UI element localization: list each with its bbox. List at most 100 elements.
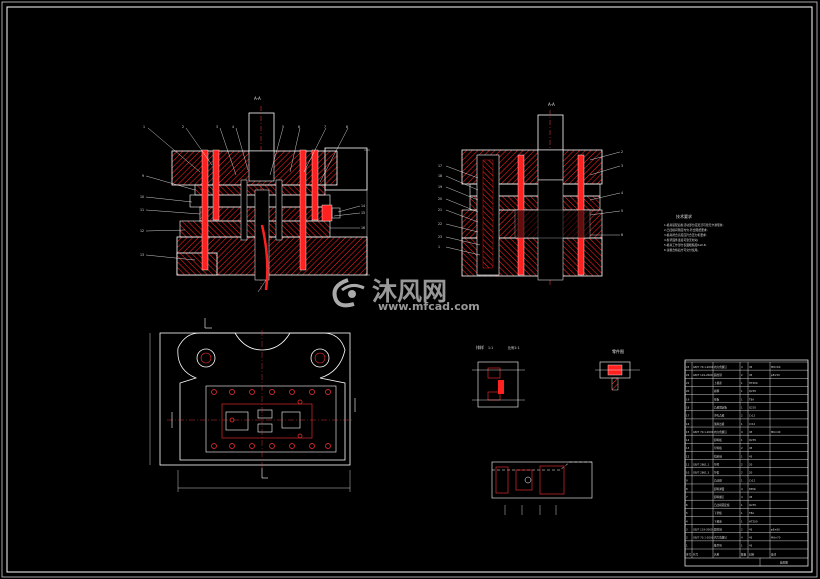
bom-cell: Q235	[749, 389, 756, 393]
svg-text:21: 21	[438, 208, 442, 212]
bom-cell: 6	[686, 503, 688, 507]
plan-view	[149, 318, 356, 492]
bom-cell: 1	[741, 479, 743, 483]
bom-cell: 65Mn	[749, 487, 757, 491]
bom-cell: 导料板	[714, 446, 722, 450]
svg-text:3: 3	[621, 164, 623, 168]
tech-req-line: 3.模具闭合高度应符合压力机要求;	[664, 233, 707, 237]
bom-cell: M8×60	[771, 365, 781, 369]
bom-cell: 20	[749, 471, 753, 475]
bom-cell: 1	[741, 511, 743, 515]
bom-cell: 22	[686, 373, 690, 377]
bom-cell: 45	[749, 454, 753, 458]
technical-requirements: 技术要求 1.模具装配后各活动部分应灵活可靠无卡滞现象; 2.凸凹模间隙应均匀,…	[664, 213, 724, 252]
bom-cell: 45	[749, 544, 753, 548]
svg-text:16: 16	[361, 226, 365, 230]
bom-cell: 18	[686, 406, 690, 410]
bom-cell: 1	[741, 406, 743, 410]
svg-text:12: 12	[140, 229, 144, 233]
blank-detail	[491, 461, 593, 515]
bom-cell: 下模座	[714, 519, 722, 523]
bom-cell: 21	[686, 381, 690, 385]
bom-cell: 4	[741, 536, 743, 540]
bom-cell: 挡料销	[714, 454, 722, 458]
bom-cell: 圆柱销	[714, 373, 722, 377]
main-section-view: A-A	[140, 96, 370, 293]
bom-cell: 45	[749, 446, 753, 450]
bom-cell: Q235	[749, 503, 756, 507]
bom-cell: 1	[741, 454, 743, 458]
svg-text:5: 5	[621, 209, 623, 213]
bom-cell: GB/T 70.1-2000	[693, 536, 714, 540]
bom-cell: 落料凹模	[714, 422, 725, 426]
bom-cell: 内六角螺钉	[714, 365, 727, 369]
bom-cell: 卸料弹簧	[714, 487, 725, 491]
bom-cell: HT200	[749, 519, 758, 523]
bom-cell: 45	[749, 527, 753, 531]
bom-cell: 8	[686, 487, 688, 491]
bom-cell: 2	[741, 527, 743, 531]
svg-text:2: 2	[621, 150, 623, 154]
bom-cell: 11	[686, 462, 690, 466]
bom-cell: 16	[686, 422, 690, 426]
bom-cell: 45	[749, 495, 753, 499]
svg-text:6: 6	[298, 125, 300, 129]
bom-cell: φ8×50	[771, 373, 780, 377]
bom-cell: 20	[686, 389, 690, 393]
bom-cell: Cr12	[749, 479, 756, 483]
bom-cell: 内六角螺钉	[714, 430, 727, 434]
bom-cell: GB/T 119-2000	[693, 527, 713, 531]
detail-label: 零件图	[612, 348, 624, 354]
bom-cell: 4	[741, 495, 743, 499]
bom-cell: Q235	[749, 438, 756, 442]
bom-cell: 45	[749, 365, 753, 369]
bom-cell: 1	[741, 438, 743, 442]
watermark-url: www.mfcad.com	[378, 300, 480, 313]
bom-cell: 19	[686, 397, 690, 401]
svg-text:1: 1	[143, 125, 145, 129]
bom-cell: 1	[741, 544, 743, 548]
main-view-label: A-A	[254, 96, 261, 101]
bom-cell: 导柱	[714, 462, 720, 466]
strip-layout: 排样 1:1 比例1:1	[472, 344, 525, 408]
bom-cell: Cr12	[749, 414, 756, 418]
drawing-frame	[6, 6, 813, 573]
bom-cell: 2	[686, 536, 688, 540]
bom-cell: GB/T 70.1-2000	[693, 430, 714, 434]
svg-text:22: 22	[438, 222, 442, 226]
bom-cell: 2	[741, 446, 743, 450]
bom-footer-cell: 序号	[686, 552, 692, 556]
bom-cell: T8A	[749, 397, 754, 401]
bom-cell: 1	[741, 503, 743, 507]
svg-text:14: 14	[361, 204, 365, 208]
bom-cell: 凸凹模固定板	[714, 503, 730, 507]
tech-req-line: 2.凸凹模间隙应均匀,符合图纸要求;	[664, 228, 708, 232]
bom-cell: 14	[686, 438, 690, 442]
bom-footer-cell: 名称	[714, 552, 720, 556]
bom-cell: 7	[686, 495, 688, 499]
tech-req-line: 4.各紧固件连接可靠无松动;	[664, 238, 698, 242]
bom-cell: 10	[686, 471, 690, 475]
bom-cell: 凸凹模	[714, 479, 722, 483]
bom-cell: 15	[686, 430, 690, 434]
bom-cell: 冲孔凸模	[714, 414, 725, 418]
bom-cell: Q235	[749, 406, 756, 410]
bom-footer-cell: 备注	[771, 552, 777, 556]
bom-cell: 垫板	[714, 397, 720, 401]
bom-cell: 上模座	[714, 381, 722, 385]
bom-cell: 2	[741, 373, 743, 377]
bom-cell: 1	[741, 519, 743, 523]
bom-cell: 1	[741, 389, 743, 393]
watermark-cn: 沐风网	[372, 277, 447, 306]
bom-cell: 17	[686, 414, 690, 418]
bom-cell: 20	[749, 462, 753, 466]
tech-req-line: 5.模具工作部分表面粗糙度Ra0.8;	[664, 243, 706, 247]
bom-cell: 导套	[714, 471, 720, 475]
bom-cell: 13	[686, 446, 690, 450]
svg-text:17: 17	[438, 164, 442, 168]
svg-text:23: 23	[438, 235, 442, 239]
strip-layout-note: 比例1:1	[508, 345, 520, 350]
